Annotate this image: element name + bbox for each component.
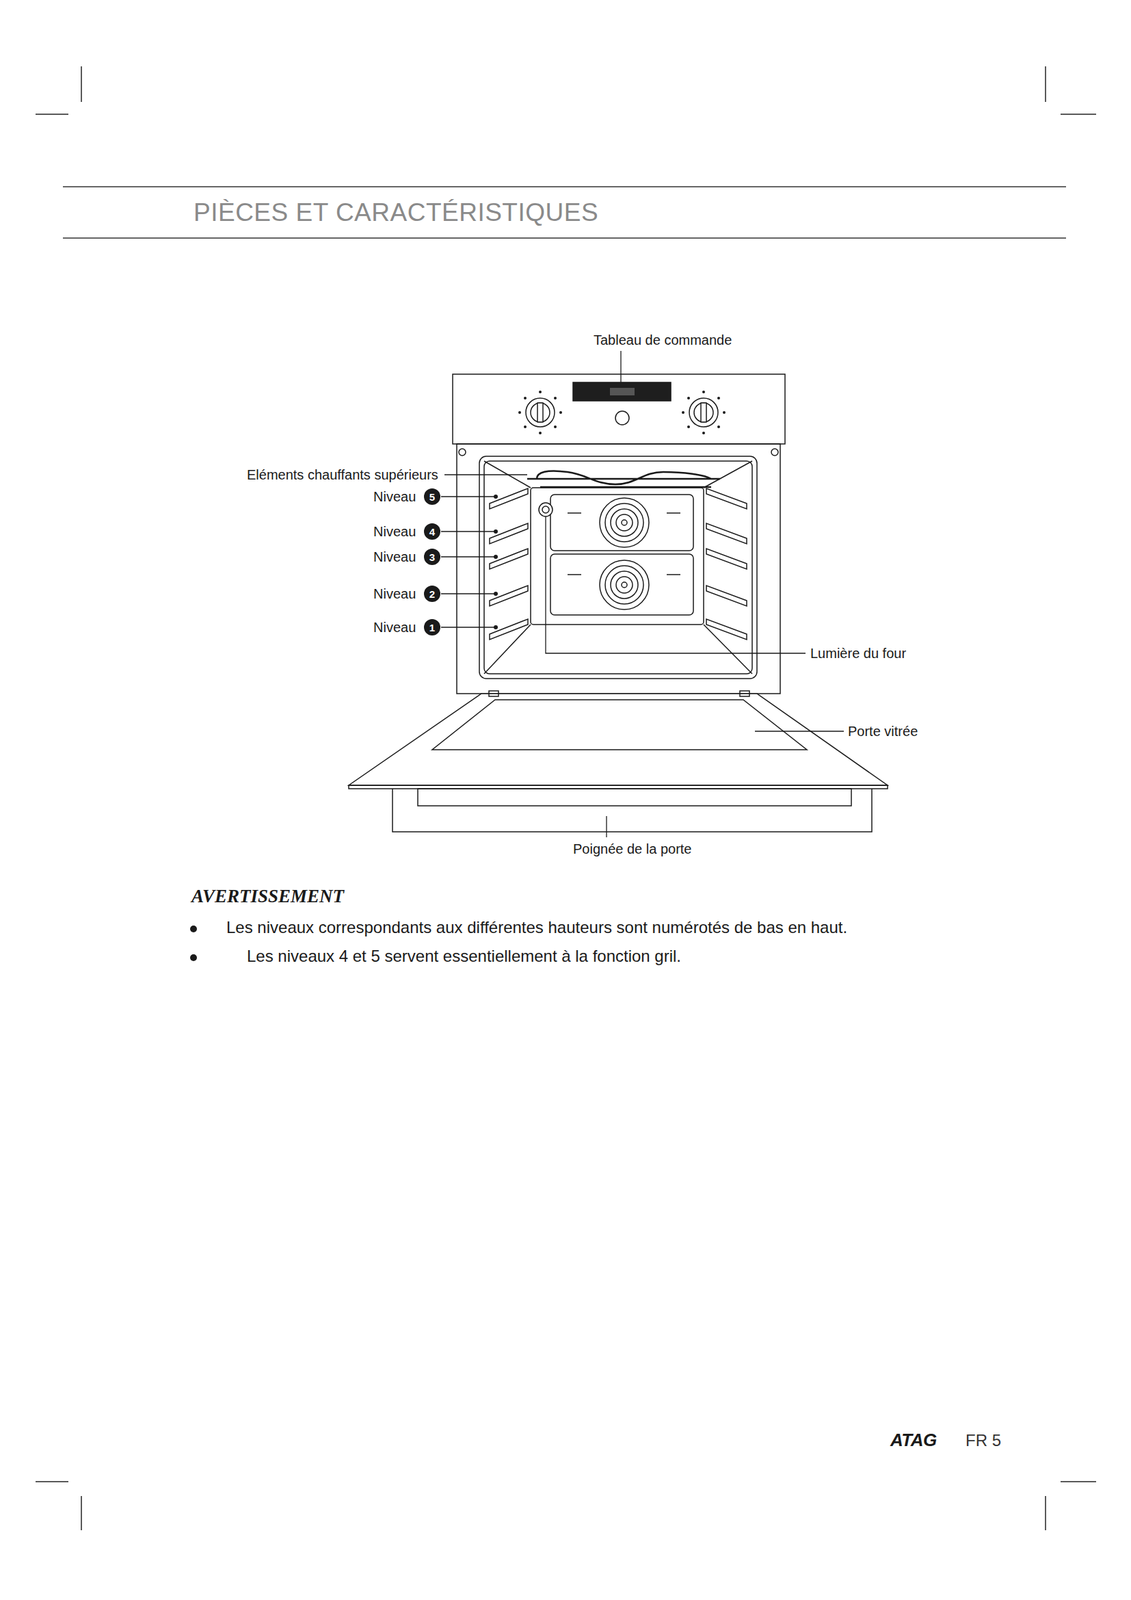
level-label: Niveau — [373, 488, 416, 505]
callout-number: 5 — [429, 491, 435, 502]
warning-heading: AVERTISSEMENT — [191, 885, 344, 907]
callout-number: 1 — [429, 622, 435, 633]
level-number-circle: 4 — [423, 523, 441, 540]
warning-bullet: Les niveaux correspondants aux différent… — [226, 917, 848, 937]
part-label: Lumière du four — [810, 645, 907, 662]
page-number: FR 5 — [965, 1430, 1002, 1450]
level-label: Niveau — [373, 619, 416, 636]
part-label: Porte vitrée — [847, 723, 918, 740]
level-number-circle: 3 — [423, 548, 441, 565]
page-title: PIÈCES ET CARACTÉRISTIQUES — [193, 198, 599, 228]
part-label: Poignée de la porte — [573, 841, 692, 857]
callout-number: 3 — [429, 551, 435, 563]
level-label: Niveau — [373, 523, 416, 540]
callout-number: 2 — [429, 588, 435, 600]
level-number-circle: 5 — [423, 488, 441, 505]
level-label: Niveau — [373, 586, 416, 602]
level-number-circle: 2 — [423, 585, 441, 602]
part-label: Tableau de commande — [593, 332, 732, 349]
part-label: Eléments chauffants supérieurs — [246, 467, 439, 483]
brand-logo: ATAG — [890, 1429, 937, 1451]
callout-number: 4 — [429, 526, 435, 537]
level-label: Niveau — [373, 549, 416, 565]
level-number-circle: 1 — [423, 618, 441, 636]
warning-bullet: Les niveaux 4 et 5 servent essentielleme… — [246, 946, 682, 966]
